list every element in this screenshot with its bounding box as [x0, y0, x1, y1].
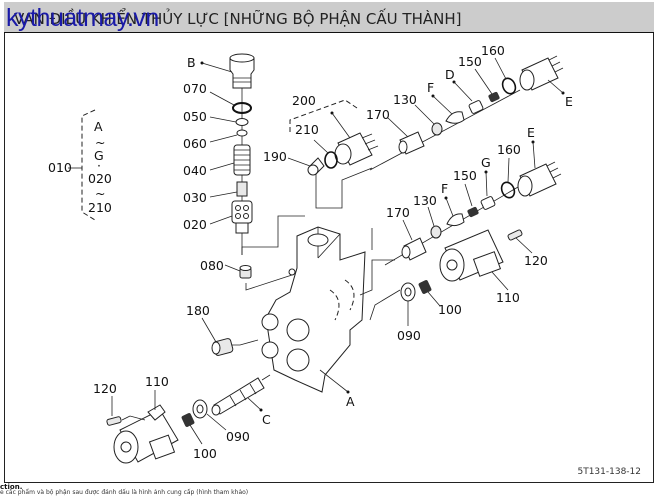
cap-top — [229, 53, 255, 63]
spool-170-middle — [401, 237, 427, 261]
callout-150-upper: 150 — [458, 54, 482, 69]
o-ring-210 — [324, 151, 338, 169]
callout-170-upper: 170 — [366, 107, 390, 122]
callout-100-left: 100 — [193, 446, 217, 461]
callout-160-middle: 160 — [497, 142, 521, 157]
upper-cartridge-row: 170 130 F D 150 160 E — [366, 43, 573, 171]
spring-150-upper — [488, 91, 500, 103]
solenoid-110-right — [439, 229, 504, 282]
seat-130-upper — [431, 122, 443, 136]
callout-a: A — [346, 394, 355, 409]
group-range-tilde-1: ~ — [95, 135, 105, 150]
callout-160-upper: 160 — [481, 43, 505, 58]
assembly-line — [315, 162, 373, 209]
watermark: kythuatmay.vn — [6, 4, 159, 32]
group-range-210: 210 — [88, 200, 112, 215]
plug-190 — [307, 157, 325, 176]
callout-f-upper: F — [427, 80, 434, 95]
piston-d — [468, 100, 484, 114]
group-bracket: 010 A ~ G · 020 ~ 210 — [48, 109, 112, 221]
valve-body-a: A — [261, 226, 366, 409]
middle-cartridge-row: 170 130 F 150 G 160 E — [384, 125, 562, 266]
page-title: VAN ĐIỀU KHIỂN THỦY LỰC [NHỮNG BỘ PHẬN C… — [14, 10, 462, 28]
bolt-120-right — [507, 229, 523, 241]
callout-030: 030 — [183, 190, 207, 205]
document-id: 5T131-138-12 — [577, 467, 641, 477]
callout-180: 180 — [186, 303, 210, 318]
fitting-200 — [334, 132, 379, 166]
seat-130-middle — [430, 225, 442, 239]
callout-090-right: 090 — [397, 328, 421, 343]
assembly-line — [232, 339, 259, 346]
callout-e-upper: E — [565, 94, 573, 109]
bolt-120-left — [106, 416, 122, 426]
footer-caption: ction. — [0, 483, 23, 491]
callout-120-right: 120 — [524, 253, 548, 268]
callout-210: 210 — [295, 122, 319, 137]
callout-190: 190 — [263, 149, 287, 164]
callout-150-middle: 150 — [453, 168, 477, 183]
spring-150-middle — [467, 206, 479, 218]
piston-g — [480, 196, 496, 210]
group-range-g: G — [94, 148, 104, 163]
poppet-030 — [236, 181, 248, 197]
assembly-line — [241, 215, 305, 255]
assembly-line — [121, 415, 146, 421]
callout-110-left: 110 — [145, 374, 169, 389]
callout-100-right: 100 — [438, 302, 462, 317]
footer-note: e cấc phẩm và bộ phận sau được đánh dấu … — [0, 489, 249, 496]
o-ring-160-middle — [500, 181, 516, 199]
group-range-tilde-2: ~ — [95, 186, 105, 201]
callout-020: 020 — [183, 217, 207, 232]
callout-c: C — [262, 412, 271, 427]
assembly-line — [245, 274, 293, 291]
poppet-f-upper — [445, 111, 465, 124]
plug-080 — [239, 265, 252, 279]
spring-100-right — [418, 280, 432, 294]
relief-valve-stack: B 070 050 060 040 030 020 — [183, 53, 255, 255]
fitting-e-middle — [517, 161, 562, 197]
callout-070: 070 — [183, 81, 207, 96]
group-range-020: 020 — [88, 171, 112, 186]
group-label: 010 — [48, 160, 72, 175]
seat-020 — [231, 200, 253, 234]
callout-120-left: 120 — [93, 381, 117, 396]
callout-110-right: 110 — [496, 290, 520, 305]
callout-130-upper: 130 — [393, 92, 417, 107]
assembly-line — [369, 289, 401, 321]
callout-170-middle: 170 — [386, 205, 410, 220]
spring-040 — [233, 144, 251, 176]
callout-200: 200 — [292, 93, 316, 108]
callout-050: 050 — [183, 109, 207, 124]
callout-g: G — [481, 155, 491, 170]
assembly-line — [359, 259, 395, 296]
callout-f-middle: F — [441, 181, 448, 196]
callout-080: 080 — [200, 258, 224, 273]
callout-060: 060 — [183, 136, 207, 151]
header-bar: VAN ĐIỀU KHIỂN THỦY LỰC [NHỮNG BỘ PHẬN C… — [4, 2, 654, 33]
poppet-f-middle — [446, 213, 465, 227]
fitting-e-upper — [519, 55, 564, 91]
callout-090-left: 090 — [226, 429, 250, 444]
o-ring-070 — [232, 102, 252, 114]
callout-d: D — [445, 67, 455, 82]
ring-060 — [236, 129, 248, 137]
callout-130-middle: 130 — [413, 193, 437, 208]
callout-040: 040 — [183, 163, 207, 178]
group-range-dot: · — [97, 158, 101, 173]
washer-050 — [235, 118, 249, 126]
solenoid-110-left — [113, 404, 179, 464]
spool-170-upper — [398, 131, 425, 155]
spool-c — [211, 374, 271, 416]
callout-e-middle: E — [527, 125, 535, 140]
callout-b: B — [187, 55, 196, 70]
group-200: 200 210 190 — [263, 93, 379, 176]
spring-100-left — [181, 413, 195, 427]
group-range-a: A — [94, 119, 103, 134]
